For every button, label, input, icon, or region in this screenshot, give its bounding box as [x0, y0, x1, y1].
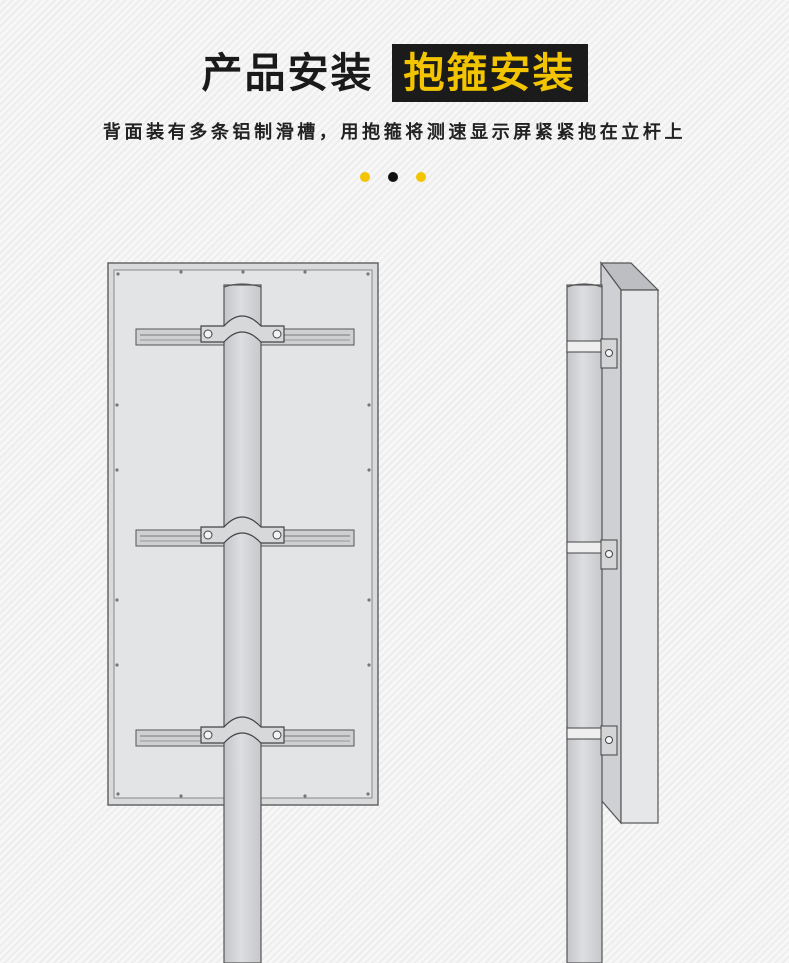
- side-clamp: [566, 338, 618, 369]
- hoop-clamp: [200, 716, 285, 744]
- subtitle: 背面装有多条铝制滑槽，用抱箍将测速显示屏紧紧抱在立杆上: [102, 122, 687, 143]
- hoop-clamp: [200, 516, 285, 544]
- dot-indicator: [360, 172, 444, 182]
- pole-side-view: [566, 284, 603, 963]
- title-highlight: 抱箍安装: [391, 44, 588, 102]
- title-plain: 产品安装: [201, 49, 374, 97]
- indicator-dot: [416, 172, 426, 182]
- indicator-dot: [360, 172, 370, 182]
- back-view: [107, 262, 379, 963]
- panel-side-face: [620, 289, 659, 824]
- section-title: 产品安装 抱箍安装: [0, 44, 789, 102]
- hoop-clamp: [200, 315, 285, 343]
- side-clamp: [566, 539, 618, 570]
- indicator-dot: [388, 172, 398, 182]
- side-view: [566, 261, 660, 963]
- panel-screws: [115, 270, 371, 798]
- side-clamp: [566, 725, 618, 756]
- pole-back-view: [223, 284, 262, 963]
